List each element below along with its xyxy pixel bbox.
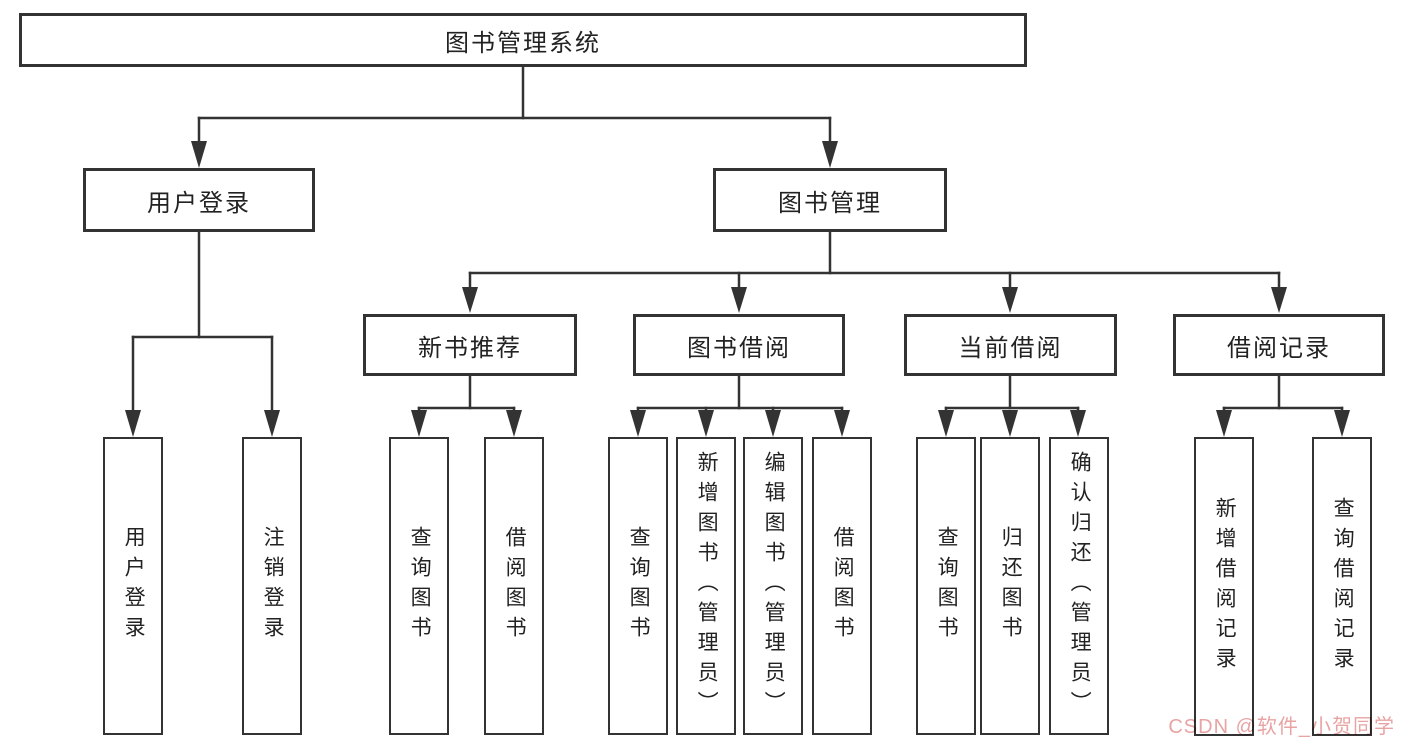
leaf-borrowing-query-books-label: 查询图书 <box>627 526 651 646</box>
leaf-add-books-admin-label: 新增图书（管理员） <box>695 451 719 721</box>
node-current-borrowing: 当前借阅 <box>904 314 1117 376</box>
leaf-user-login: 用户登录 <box>103 437 163 735</box>
leaf-logout: 注销登录 <box>242 437 302 735</box>
leaf-borrow-books: 借阅图书 <box>812 437 872 735</box>
node-book-management-branch: 图书管理 <box>713 168 947 232</box>
csdn-watermark: CSDN @软件_小贺同学 <box>1168 716 1395 738</box>
leaf-return-books-label: 归还图书 <box>999 526 1023 646</box>
node-user-login-branch-label: 用户登录 <box>147 189 251 217</box>
leaf-confirm-return-admin-label: 确认归还（管理员） <box>1068 451 1092 721</box>
leaf-add-books-admin: 新增图书（管理员） <box>676 437 736 735</box>
leaf-recommend-query-books-label: 查询图书 <box>408 526 432 646</box>
node-current-borrowing-label: 当前借阅 <box>958 334 1063 362</box>
leaf-borrow-books-label: 借阅图书 <box>831 526 855 646</box>
node-new-book-recommendation-label: 新书推荐 <box>418 334 522 362</box>
leaf-logout-label: 注销登录 <box>261 526 285 646</box>
leaf-current-query-books: 查询图书 <box>916 437 976 735</box>
node-root-label: 图书管理系统 <box>445 29 601 57</box>
leaf-recommend-borrow-books: 借阅图书 <box>484 437 544 735</box>
node-borrowing-records: 借阅记录 <box>1173 314 1385 376</box>
leaf-add-borrow-record-label: 新增借阅记录 <box>1213 496 1237 677</box>
leaf-confirm-return-admin: 确认归还（管理员） <box>1049 437 1109 735</box>
leaf-return-books: 归还图书 <box>980 437 1040 735</box>
leaf-current-query-books-label: 查询图书 <box>935 526 959 646</box>
node-book-borrowing: 图书借阅 <box>633 314 845 376</box>
node-new-book-recommendation: 新书推荐 <box>363 314 577 376</box>
node-book-management-label: 图书管理 <box>778 189 882 217</box>
leaf-recommend-borrow-books-label: 借阅图书 <box>503 526 527 646</box>
leaf-recommend-query-books: 查询图书 <box>389 437 449 735</box>
leaf-user-login-label: 用户登录 <box>122 526 146 646</box>
node-root-system: 图书管理系统 <box>19 13 1027 67</box>
leaf-query-borrow-record: 查询借阅记录 <box>1312 437 1372 736</box>
leaf-edit-books-admin-label: 编辑图书（管理员） <box>762 451 786 721</box>
leaf-edit-books-admin: 编辑图书（管理员） <box>743 437 803 735</box>
leaf-query-borrow-record-label: 查询借阅记录 <box>1331 496 1355 677</box>
leaf-add-borrow-record: 新增借阅记录 <box>1194 437 1254 736</box>
node-borrowing-records-label: 借阅记录 <box>1227 334 1331 362</box>
leaf-borrowing-query-books: 查询图书 <box>608 437 668 735</box>
arrowheads <box>125 141 1350 437</box>
node-book-borrowing-label: 图书借阅 <box>687 334 791 362</box>
node-user-login-branch: 用户登录 <box>83 168 315 232</box>
